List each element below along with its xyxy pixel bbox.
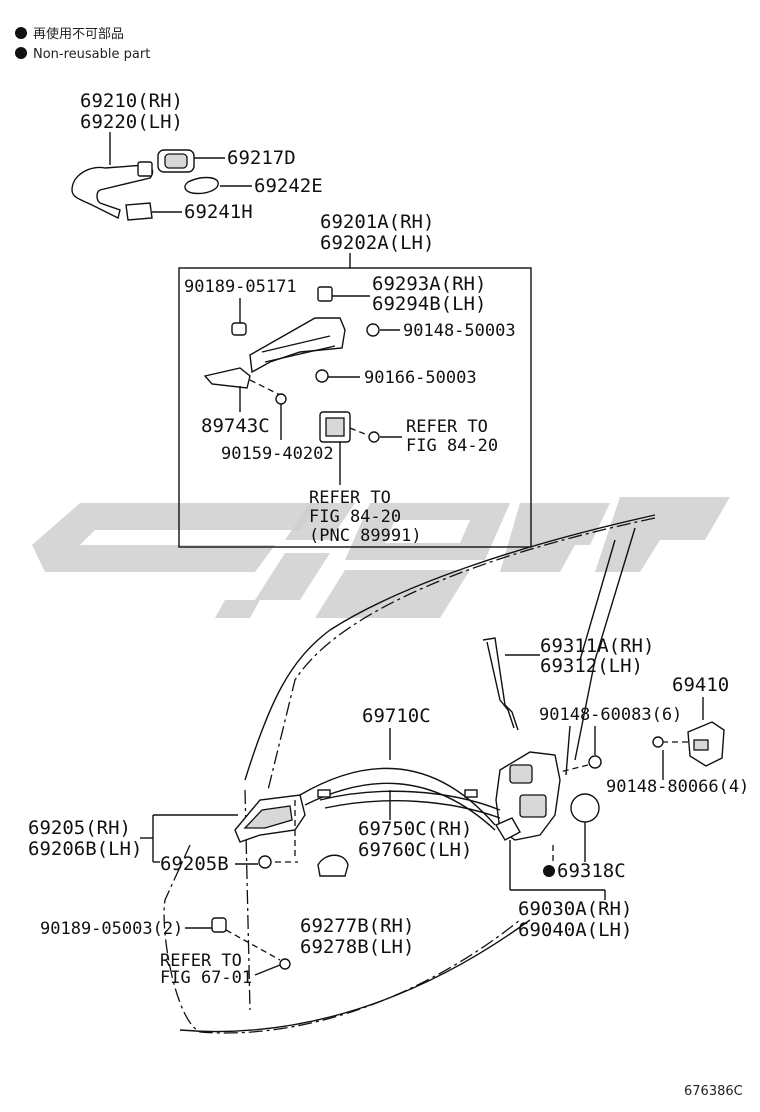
outside-handle-group: 69210(RH) 69220(LH) 69217D 69242E 69241H (71, 90, 323, 223)
bullet-icon (15, 27, 27, 39)
label-90189-05003: 90189-05003(2) (40, 919, 183, 939)
label-69312: 69312(LH) (540, 655, 643, 677)
label-69241H: 69241H (184, 201, 253, 223)
label-69030A: 69030A(RH) (518, 898, 632, 920)
label-90159-40202: 90159-40202 (221, 444, 334, 464)
refer-text: FIG 67-01 (160, 968, 252, 988)
label-69206B: 69206B(LH) (28, 838, 142, 860)
rod-group: 69311A(RH) 69312(LH) (482, 635, 654, 731)
label-69410: 69410 (672, 674, 729, 696)
legend-non-reusable: Non-reusable part (33, 47, 150, 62)
refer-text: REFER TO (309, 488, 391, 508)
refer-text: FIG 84-20 (406, 436, 498, 456)
frame-group: 69201A(RH) 69202A(LH) 90189-05171 69293A… (178, 211, 532, 548)
label-90148-60083: 90148-60083(6) (539, 705, 682, 725)
bullet-icon (15, 47, 27, 59)
label-69278B: 69278B(LH) (300, 936, 414, 958)
label-90148-80066: 90148-80066(4) (606, 777, 749, 797)
inside-handle-group: 69205(RH) 69206B(LH) 69205B 90189-05003(… (28, 794, 414, 988)
label-69040A: 69040A(LH) (518, 919, 632, 941)
label-69750C: 69750C(RH) (358, 818, 472, 840)
sensor-89743C-shape (203, 367, 251, 389)
label-69318C: 69318C (557, 860, 626, 882)
grommet-shape (570, 793, 600, 823)
label-69220: 69220(LH) (80, 111, 183, 133)
legend-japanese: 再使用不可部品 (33, 26, 124, 42)
label-69277B: 69277B(RH) (300, 915, 414, 937)
pad-69242E-shape (184, 176, 219, 195)
label-69205: 69205(RH) (28, 817, 131, 839)
door-outline (163, 514, 656, 1034)
label-69202A: 69202A(LH) (320, 232, 434, 254)
label-69205B: 69205B (160, 853, 229, 875)
watermark-logo (32, 497, 730, 618)
refer-text: REFER TO (406, 417, 488, 437)
handle-frame-shape (249, 317, 346, 374)
refer-text: (PNC 89991) (309, 526, 422, 546)
label-69294B: 69294B(LH) (372, 293, 486, 315)
label-69311A: 69311A(RH) (540, 635, 654, 657)
pad-69241H-shape (125, 202, 153, 221)
bezel-69277B-shape (317, 854, 349, 877)
label-90166-50003: 90166-50003 (364, 368, 477, 388)
diagram-code: 676386C (684, 1084, 743, 1099)
label-69201A: 69201A(RH) (320, 211, 434, 233)
label-89743C: 89743C (201, 415, 270, 437)
label-69217D: 69217D (227, 147, 296, 169)
frame-group-box (178, 267, 532, 548)
label-90189-05171: 90189-05171 (184, 277, 297, 297)
label-69210: 69210(RH) (80, 90, 183, 112)
refer-text: FIG 84-20 (309, 507, 401, 527)
legend: 再使用不可部品 Non-reusable part (15, 26, 150, 62)
label-69242E: 69242E (254, 175, 323, 197)
label-69293A: 69293A(RH) (372, 273, 486, 295)
label-69760C: 69760C(LH) (358, 839, 472, 861)
striker-group: 69410 90148-80066(4) (606, 674, 749, 797)
non-reusable-bullet-icon (543, 865, 555, 877)
label-69710C: 69710C (362, 705, 431, 727)
lock-assembly-group: 69710C 90148-60083(6) 69750C(RH) 69760C(… (299, 705, 682, 941)
outside-handle-shape (71, 164, 154, 220)
label-90148-50003: 90148-50003 (403, 321, 516, 341)
refer-text: REFER TO (160, 951, 242, 971)
